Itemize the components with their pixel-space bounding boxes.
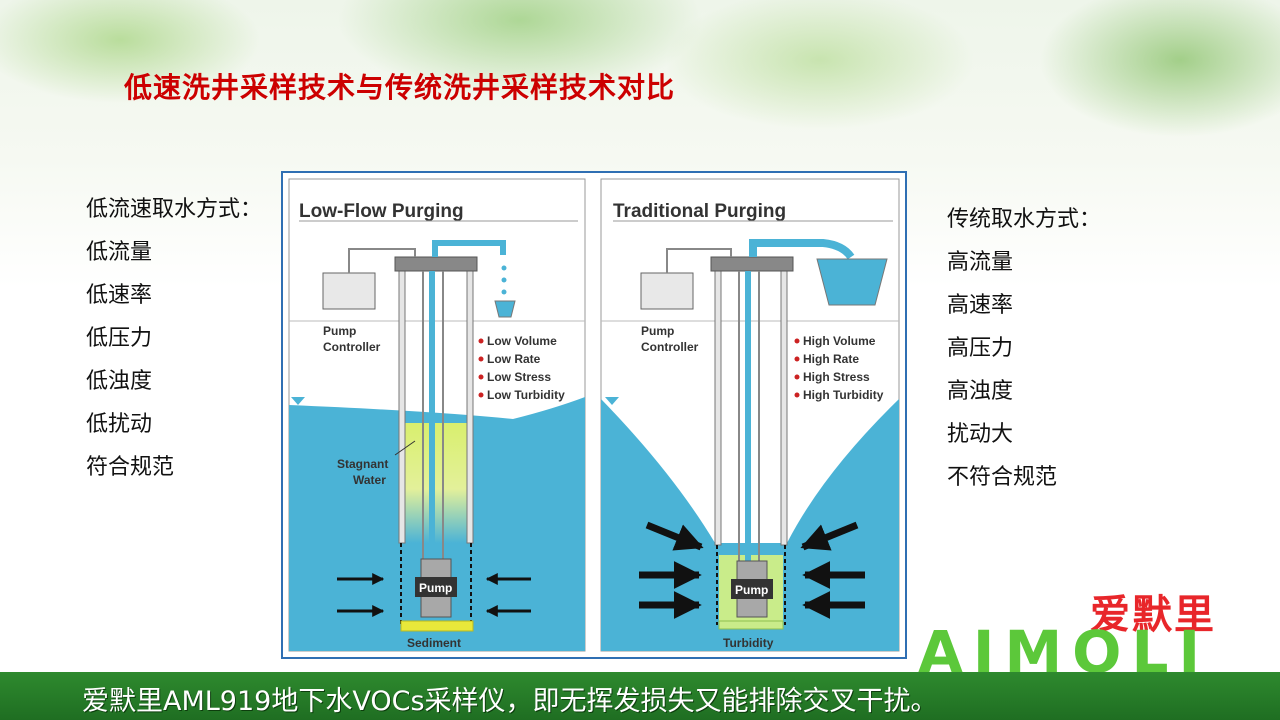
traditional-bullet: High Rate: [803, 352, 859, 366]
low-flow-bullet: Low Rate: [487, 352, 541, 366]
bullet-dot: [478, 356, 484, 362]
traditional-list-item: 不符合规范: [947, 465, 1058, 490]
traditional-bullet: High Stress: [803, 370, 870, 384]
purging-diagram: Low-Flow Purging: [288, 178, 900, 652]
low-flow-list-item: 低浊度: [86, 369, 153, 394]
traditional-list-item: 高压力: [947, 336, 1014, 361]
traditional-list-item: 高流量: [947, 250, 1014, 275]
bullet-dot: [478, 392, 484, 398]
banner-caption: 爱默里AML919地下水VOCs采样仪，即无挥发损失又能排除交叉干扰。: [82, 686, 938, 717]
traditional-heading: Traditional Purging: [613, 201, 786, 222]
slide-title: 低速洗井采样技术与传统洗井采样技术对比: [124, 71, 676, 104]
low-flow-panel: Low-Flow Purging: [288, 178, 586, 652]
traditional-feature-list: 传统取水方式： 高流量 高速率 高压力 高浊度 扰动大 不符合规范: [947, 205, 1101, 506]
low-flow-pump-label: Pump: [419, 581, 452, 595]
stagnant-water-label: Water: [353, 473, 386, 487]
bullet-dot: [794, 356, 800, 362]
low-flow-bullet: Low Volume: [487, 334, 557, 348]
bullet-dot: [478, 374, 484, 380]
brand-logo-chinese: 爱默里: [1090, 592, 1216, 638]
low-flow-list-heading: 低流速取水方式：: [86, 197, 263, 222]
low-flow-heading: Low-Flow Purging: [299, 201, 464, 222]
purging-comparison-figure: Low-Flow Purging: [281, 171, 907, 659]
bullet-dot: [794, 392, 800, 398]
traditional-pump-label: Pump: [735, 583, 768, 597]
inflow-arrow: [645, 521, 704, 551]
traditional-list-item: 扰动大: [947, 422, 1014, 447]
traditional-list-item: 高速率: [947, 293, 1014, 318]
sediment-label: Sediment: [407, 636, 461, 650]
turbidity-label: Turbidity: [723, 636, 774, 650]
bullet-dot: [794, 338, 800, 344]
traditional-bullet: High Volume: [803, 334, 876, 348]
traditional-controller-label: Controller: [641, 340, 699, 354]
low-flow-bullet: Low Stress: [487, 370, 551, 384]
leaf-background: [0, 0, 1280, 180]
low-flow-list-item: 低压力: [86, 326, 153, 351]
low-flow-controller-label: Controller: [323, 340, 381, 354]
stagnant-water-label: Stagnant: [337, 457, 388, 471]
traditional-list-item: 高浊度: [947, 379, 1014, 404]
bullet-dot: [478, 338, 484, 344]
bullet-dot: [794, 374, 800, 380]
low-flow-feature-list: 低流速取水方式： 低流量 低速率 低压力 低浊度 低扰动 符合规范: [86, 195, 262, 496]
low-flow-list-item: 低扰动: [86, 412, 153, 437]
low-flow-list-item: 符合规范: [86, 455, 175, 480]
inflow-arrow: [800, 521, 859, 551]
low-flow-list-item: 低流量: [86, 240, 153, 265]
low-flow-list-item: 低速率: [86, 283, 153, 308]
traditional-bullet: High Turbidity: [803, 388, 884, 402]
low-flow-bullet: Low Turbidity: [487, 388, 565, 402]
traditional-controller-label: Pump: [641, 324, 674, 338]
traditional-list-heading: 传统取水方式：: [947, 207, 1102, 232]
bottom-banner: [0, 672, 1280, 720]
traditional-panel: Traditional Purging: [600, 178, 900, 652]
low-flow-controller-label: Pump: [323, 324, 356, 338]
